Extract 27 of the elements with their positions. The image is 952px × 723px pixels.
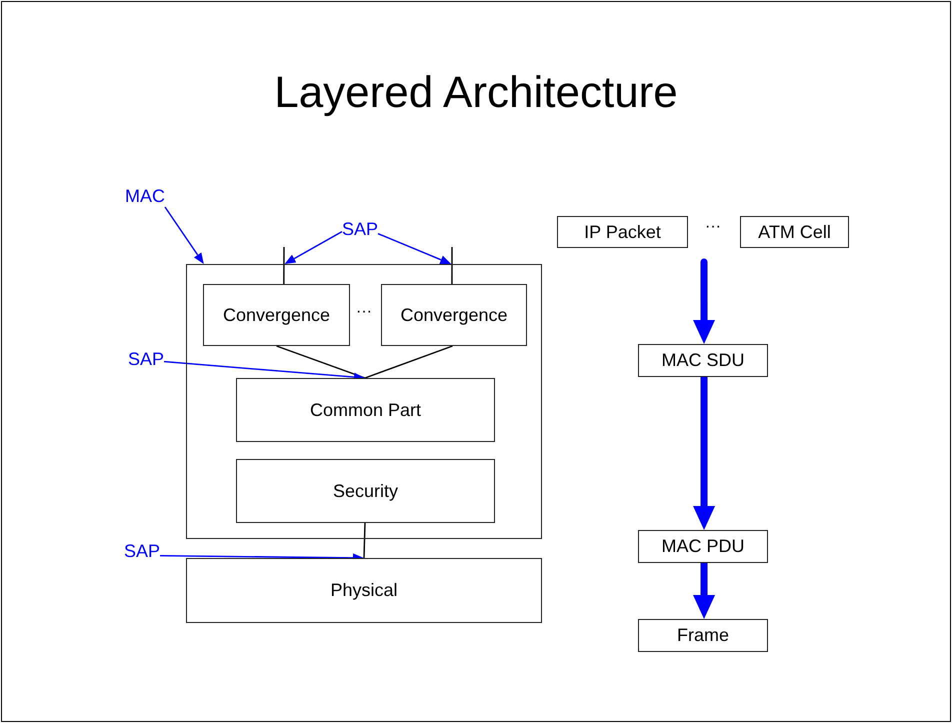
connector-line bbox=[283, 247, 285, 284]
data-unit-box: IP Packet bbox=[557, 216, 688, 248]
ellipsis-text: ··· bbox=[705, 218, 721, 236]
connector-line bbox=[364, 345, 453, 379]
process-box: Physical bbox=[186, 558, 542, 623]
leader-arrow bbox=[164, 206, 204, 264]
data-unit-box: MAC PDU bbox=[638, 530, 768, 563]
connector-line bbox=[276, 345, 366, 379]
callout-label: SAP bbox=[128, 349, 164, 370]
connector-line bbox=[363, 522, 366, 558]
layer-box bbox=[186, 264, 542, 539]
flow-arrow bbox=[693, 258, 716, 344]
process-box: Security bbox=[236, 459, 495, 523]
ellipsis-text: ··· bbox=[356, 303, 372, 321]
process-box: Convergence bbox=[203, 284, 350, 346]
process-box: Convergence bbox=[381, 284, 527, 346]
callout-label: SAP bbox=[342, 219, 378, 240]
data-unit-box: MAC SDU bbox=[638, 344, 768, 377]
connector-line bbox=[451, 247, 453, 284]
data-unit-box: Frame bbox=[638, 619, 768, 652]
leader-arrow bbox=[378, 233, 452, 264]
callout-label: MAC bbox=[125, 186, 165, 207]
callout-label: SAP bbox=[124, 541, 160, 562]
process-box: Common Part bbox=[236, 378, 495, 442]
data-unit-box: ATM Cell bbox=[740, 216, 849, 248]
leader-arrow bbox=[284, 231, 342, 264]
title: Layered Architecture bbox=[274, 68, 678, 117]
